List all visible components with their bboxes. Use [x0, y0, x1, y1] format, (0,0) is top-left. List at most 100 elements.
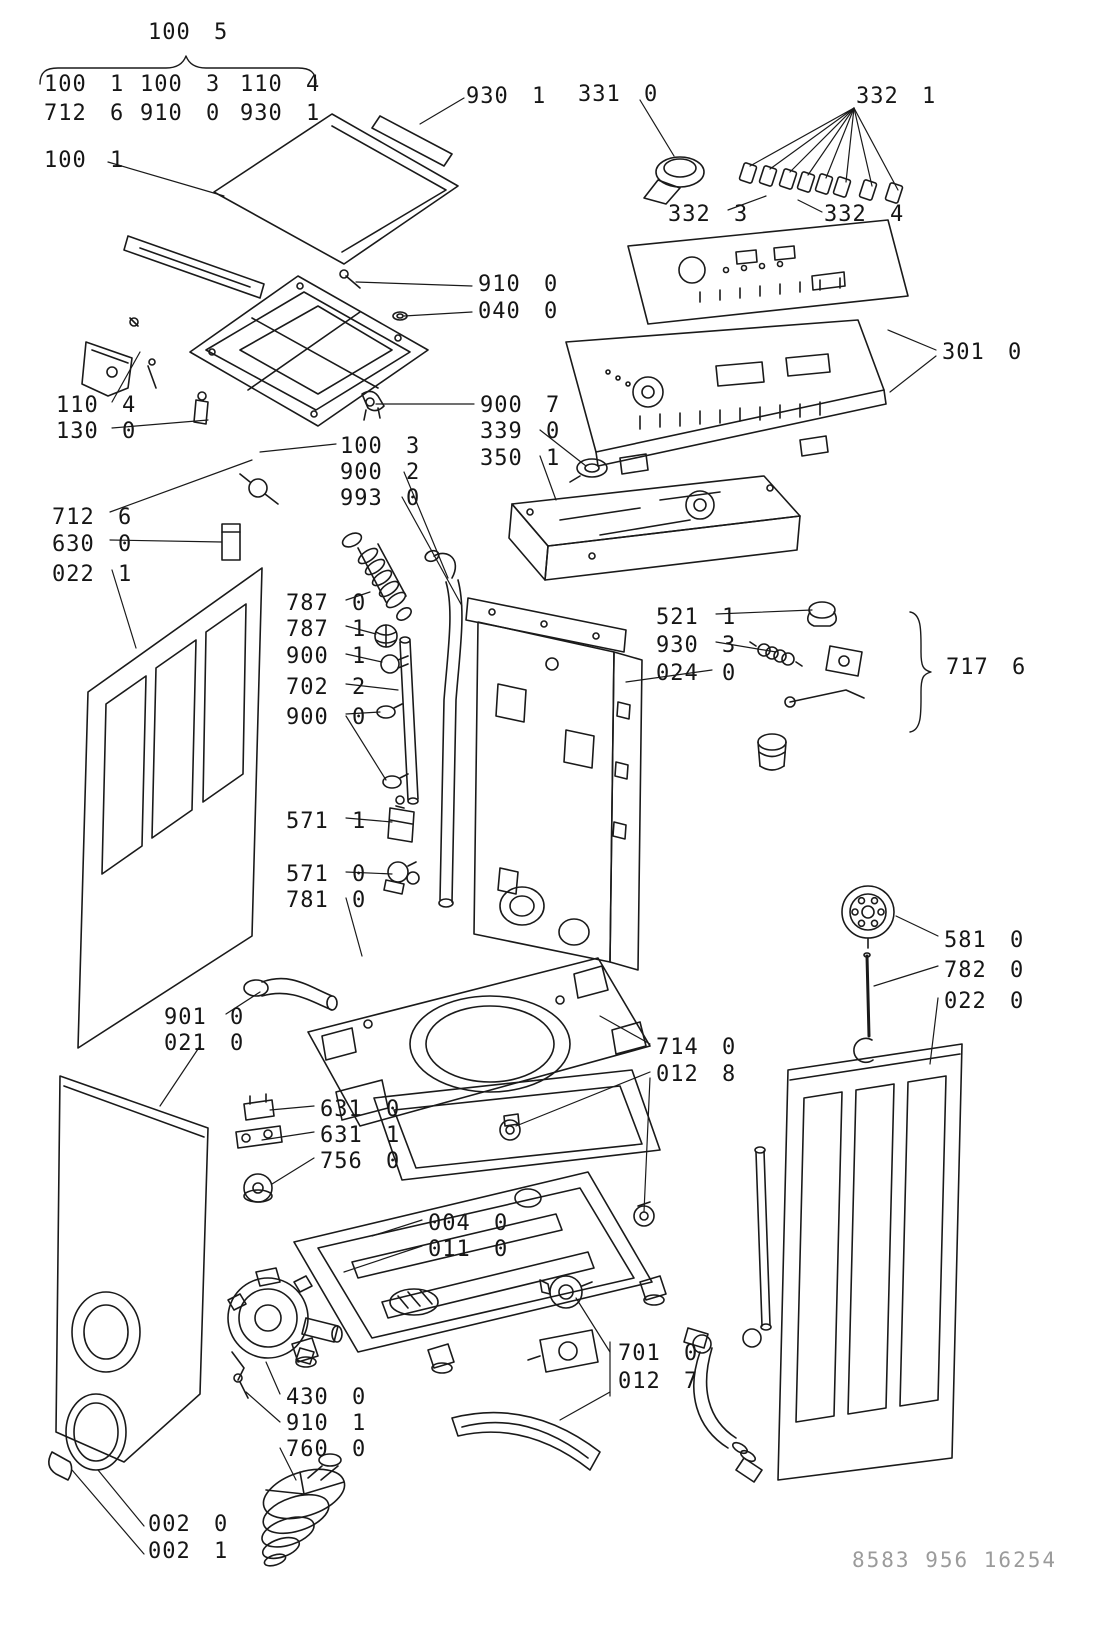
part-label-430-0: 430 0 [286, 1385, 367, 1410]
pressure-pot-part [539, 1275, 593, 1309]
left-rear-panel-part [77, 567, 263, 1049]
part-label-130-0: 130 0 [56, 419, 137, 444]
corrugated-hose-part [341, 532, 412, 621]
part-label-group-712-6: 712 6 [44, 101, 125, 126]
rod-part [863, 952, 871, 1038]
part-label-002-0: 002 0 [148, 1512, 229, 1537]
lid-part [213, 113, 459, 265]
part-label-004-0: 004 0 [428, 1211, 509, 1236]
dispenser-part [508, 475, 801, 581]
seal-ring-part [65, 1393, 127, 1471]
part-label-910-1: 910 1 [286, 1411, 367, 1436]
part-label-100-3: 100 3 [340, 434, 421, 459]
part-label-571-0: 571 0 [286, 862, 367, 887]
spring-wire-part [239, 473, 279, 505]
group-brace [39, 55, 317, 85]
pump-part [227, 1267, 343, 1399]
lid-hinge-part [193, 390, 385, 425]
c-clip-part [853, 1037, 874, 1064]
part-label-012-8: 012 8 [656, 1062, 737, 1087]
part-label-100-5: 100 5 [148, 20, 229, 45]
console-part [565, 319, 887, 475]
part-label-900-0: 900 0 [286, 705, 367, 730]
inlet-pipe-part [424, 549, 463, 908]
valve-part [383, 861, 420, 895]
part-label-002-1: 002 1 [148, 1539, 229, 1564]
part-label-787-1: 787 1 [286, 617, 367, 642]
part-label-571-1: 571 1 [286, 809, 367, 834]
filter-cone-part [261, 1453, 346, 1567]
part-label-714-0: 714 0 [656, 1035, 737, 1060]
hinge-bracket-parts [81, 317, 157, 397]
part-label-group-100-1: 100 1 [44, 72, 125, 97]
grommet-part [243, 977, 338, 1011]
part-label-301-0: 301 0 [942, 340, 1023, 365]
part-label-787-0: 787 0 [286, 591, 367, 616]
part-label-631-0: 631 0 [320, 1097, 401, 1122]
part-label-012-7: 012 7 [618, 1369, 699, 1394]
part-label-910-0: 910 0 [478, 272, 559, 297]
damper-block-part [221, 523, 241, 561]
part-label-022-0: 022 0 [944, 989, 1025, 1014]
strut-kit-parts [749, 601, 865, 771]
part-label-782-0: 782 0 [944, 958, 1025, 983]
part-label-group-910-0: 910 0 [140, 101, 221, 126]
lid-strip-part [371, 115, 453, 167]
drain-hose-part [683, 1146, 772, 1483]
right-rear-panel-part [777, 1043, 963, 1481]
part-label-581-0: 581 0 [944, 928, 1025, 953]
part-label-350-1: 350 1 [480, 446, 561, 471]
part-label-100-1: 100 1 [44, 148, 125, 173]
pulley-part [841, 885, 895, 949]
top-frame-part [189, 275, 429, 427]
leader-lines [71, 97, 939, 1555]
indicator-part [569, 458, 608, 483]
support-platform-part [307, 957, 651, 1127]
part-label-756-0: 756 0 [320, 1149, 401, 1174]
part-label-781-0: 781 0 [286, 888, 367, 913]
part-label-930-1: 930 1 [466, 84, 547, 109]
part-label-901-0: 901 0 [164, 1005, 245, 1030]
part-label-900-1: 900 1 [286, 644, 367, 669]
seal-clip-part [48, 1451, 73, 1481]
filter-ball-part [374, 624, 398, 648]
clamp-a-part [380, 654, 409, 674]
part-label-024-0: 024 0 [656, 661, 737, 686]
upper-rail-part [373, 1069, 661, 1227]
part-label-332-3: 332 3 [668, 202, 749, 227]
part-label-group-100-3: 100 3 [140, 72, 221, 97]
part-label-group-930-1: 930 1 [240, 101, 321, 126]
part-label-717-6: 717 6 [946, 655, 1027, 680]
part-label-011-0: 011 0 [428, 1237, 509, 1262]
part-label-332-4: 332 4 [824, 202, 905, 227]
part-label-702-2: 702 2 [286, 675, 367, 700]
part-label-701-0: 701 0 [618, 1341, 699, 1366]
clamp-b-parts [376, 703, 409, 789]
front-panel-part [55, 1075, 209, 1463]
part-label-021-0: 021 0 [164, 1031, 245, 1056]
part-label-900-7: 900 7 [480, 393, 561, 418]
fascia-overlay-part [627, 219, 909, 325]
knob-part [643, 156, 705, 205]
kick-strip-part [451, 1411, 601, 1471]
part-label-332-1: 332 1 [856, 84, 937, 109]
screw-parts-top [339, 269, 408, 321]
part-label-040-0: 040 0 [478, 299, 559, 324]
part-label-339-0: 339 0 [480, 419, 561, 444]
button-parts [738, 162, 904, 204]
tube-part [399, 636, 419, 805]
trim-strip-part [123, 235, 265, 299]
clamp-bracket-part [527, 1329, 599, 1373]
part-label-930-3: 930 3 [656, 633, 737, 658]
drawing-code: 8583 956 16254 [852, 1548, 1058, 1572]
part-label-993-0: 993 0 [340, 486, 421, 511]
part-label-760-0: 760 0 [286, 1437, 367, 1462]
small-bracket-parts [235, 1093, 283, 1203]
part-label-900-2: 900 2 [340, 460, 421, 485]
part-label-331-0: 331 0 [578, 82, 659, 107]
part-label-631-1: 631 1 [320, 1123, 401, 1148]
bracket-a-part [387, 795, 415, 843]
rear-panel-part [465, 597, 643, 971]
